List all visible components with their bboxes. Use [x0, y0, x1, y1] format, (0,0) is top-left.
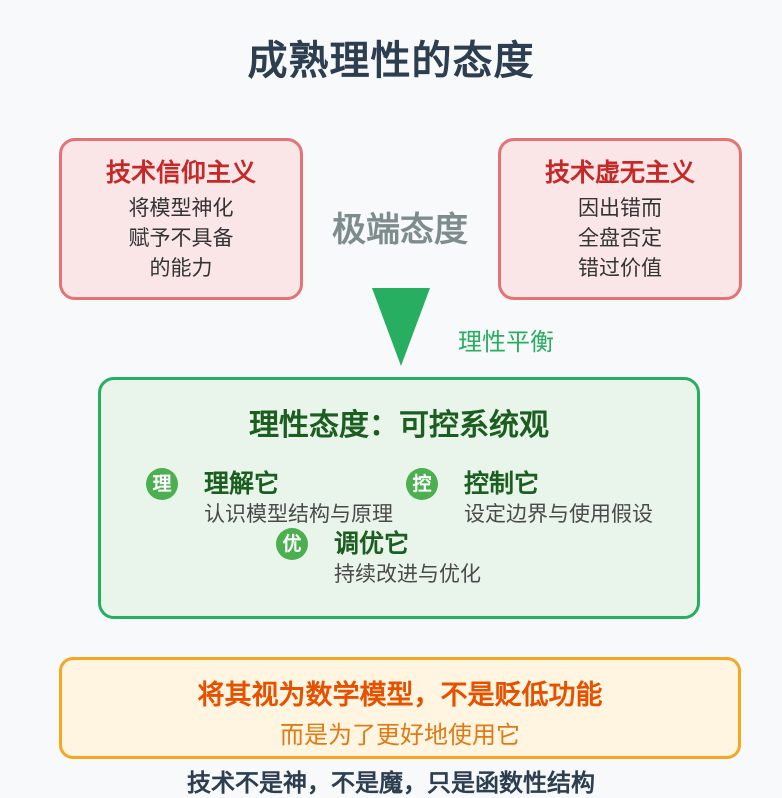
- optimize-title: 调优它: [334, 529, 410, 558]
- control-badge-icon: 控: [406, 468, 438, 500]
- control-desc: 设定边界与使用假设: [464, 502, 653, 526]
- down-arrow-icon: [372, 288, 430, 366]
- control-title: 控制它: [464, 469, 540, 498]
- optimize-badge-icon: 优: [276, 528, 308, 560]
- rational-attitude-box: 理性态度：可控系统观 理 理解它 认识模型结构与原理 控 控制它 设定边界与使用…: [98, 377, 700, 619]
- understand-title: 理解它: [204, 469, 280, 498]
- rational-attitude-title: 理性态度：可控系统观: [249, 408, 549, 443]
- tech-nihilism-line: 因出错而: [578, 196, 662, 220]
- diagram-title: 成熟理性的态度: [247, 38, 535, 84]
- tech-nihilism-line: 全盘否定: [578, 226, 662, 250]
- extreme-attitude-label: 极端态度: [332, 210, 468, 250]
- tech-worship-line: 赋予不具备: [128, 226, 234, 250]
- tech-worship-box: 技术信仰主义 将模型神化 赋予不具备 的能力: [59, 138, 303, 300]
- tech-nihilism-title: 技术虚无主义: [544, 158, 695, 187]
- optimize-desc: 持续改进与优化: [334, 562, 481, 586]
- rational-balance-label: 理性平衡: [458, 328, 554, 356]
- conclusion-main-text: 将其视为数学模型，不是贬低功能: [197, 680, 603, 711]
- tech-worship-line: 将模型神化: [128, 196, 234, 220]
- conclusion-box: 将其视为数学模型，不是贬低功能 而是为了更好地使用它: [59, 657, 741, 759]
- tech-worship-title: 技术信仰主义: [105, 158, 256, 187]
- conclusion-sub-text: 而是为了更好地使用它: [280, 721, 520, 749]
- understand-badge-icon: 理: [146, 468, 178, 500]
- footer-tagline: 技术不是神，不是魔，只是函数性结构: [187, 769, 595, 797]
- tech-nihilism-line: 错过价值: [578, 256, 662, 280]
- tech-worship-line: 的能力: [149, 256, 213, 280]
- tech-nihilism-box: 技术虚无主义 因出错而 全盘否定 错过价值: [498, 138, 742, 300]
- understand-desc: 认识模型结构与原理: [204, 502, 393, 526]
